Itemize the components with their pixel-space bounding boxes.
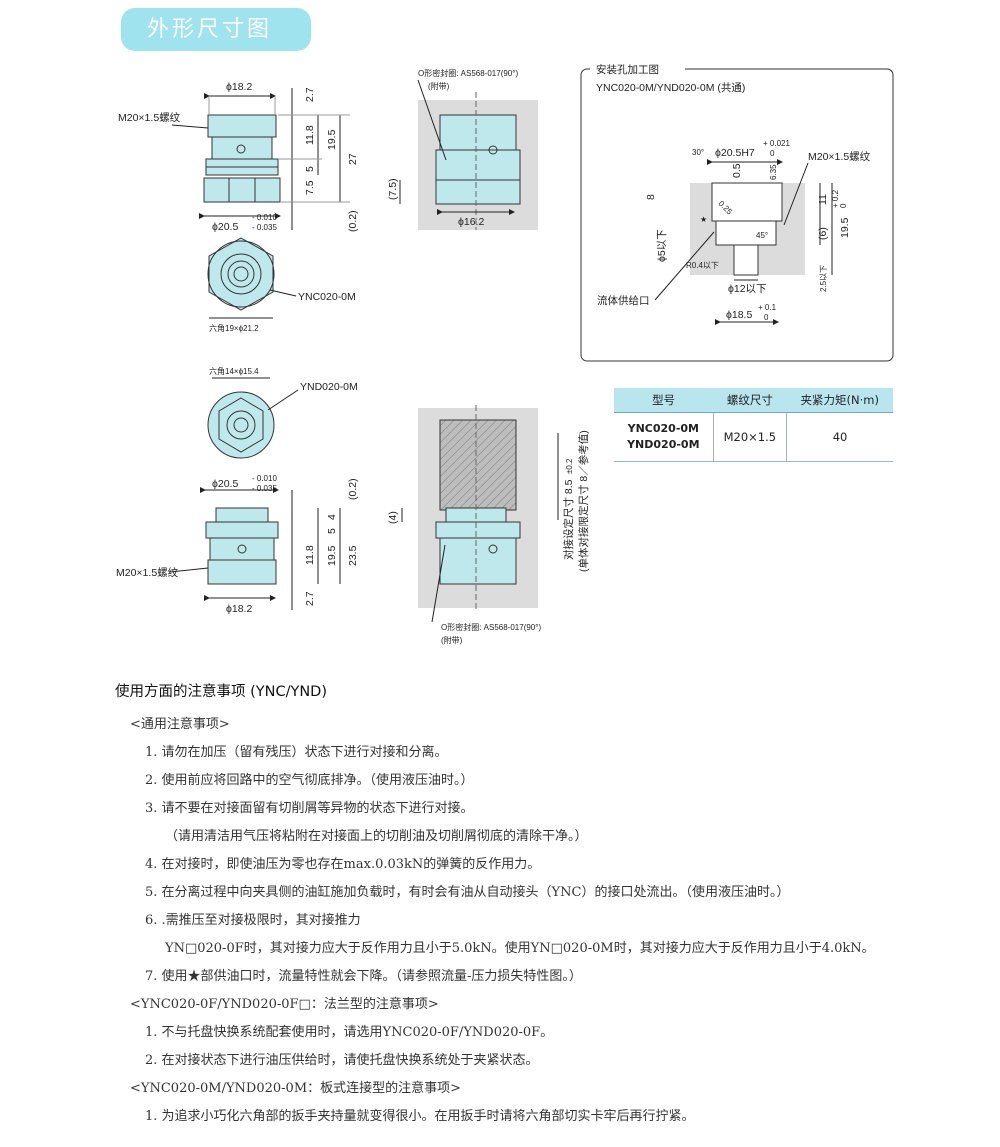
thread-cell: M20×1.5: [712, 412, 787, 462]
svg-text:(6): (6): [817, 227, 829, 240]
ync-oring-label: O形密封圈: AS568-017(90°): [418, 68, 518, 78]
svg-text:ϕ18.5: ϕ18.5: [726, 309, 752, 321]
ync-dia-bottom: ϕ20.5: [212, 221, 238, 233]
svg-text:±0.2: ±0.2: [565, 458, 574, 474]
usage-notes: 使用方面的注意事项 (YNC/YND) <通用注意事项> 1. 请勿在加压（留有…: [115, 680, 995, 1131]
svg-text:ϕ20.5H7: ϕ20.5H7: [715, 147, 755, 159]
ync-end-view: YNC020-0M 六角19×ϕ21.2: [207, 237, 356, 333]
svg-text:ϕ5以下: ϕ5以下: [656, 229, 668, 262]
svg-text:YNC020-0M/YND020-0M (共通): YNC020-0M/YND020-0M (共通): [596, 82, 745, 94]
coupled-view: (4) 对接设定尺寸 8.5 ±0.2 (单体对接限定尺寸 8／参考值) O形密…: [387, 405, 590, 645]
ynd-thread-label: M20×1.5螺纹: [116, 566, 179, 579]
mount-hole-panel: 安装孔加工图 YNC020-0M/YND020-0M (共通) ★ 30° ϕ2…: [580, 63, 894, 362]
svg-text:0: 0: [839, 203, 848, 208]
svg-text:+ 0.2: + 0.2: [831, 189, 840, 208]
svg-text:11: 11: [817, 194, 829, 205]
table-row: YNC020-0M YND020-0M M20×1.5 40: [614, 412, 893, 462]
notes-heading: 使用方面的注意事项 (YNC/YND): [115, 684, 328, 700]
svg-text:0.5: 0.5: [731, 163, 743, 178]
svg-text:7.5: 7.5: [304, 180, 316, 195]
svg-text:+ 0.021: + 0.021: [763, 139, 790, 148]
list-item: 6. .需推压至对接极限时，其对接推力: [145, 913, 361, 928]
plate-notes-title: <YNC020-0M/YND020-0M：板式连接型的注意事项>: [130, 1081, 462, 1096]
svg-text:5: 5: [304, 166, 316, 172]
mount-thread-label: M20×1.5螺纹: [808, 150, 871, 163]
svg-text:(附带): (附带): [428, 81, 450, 91]
col-model: 型号: [614, 388, 714, 413]
svg-text:5: 5: [326, 528, 338, 534]
list-item: 4. 在对接时，即使油压为零也存在max.0.03kN的弹簧的反作用力。: [145, 857, 541, 872]
ynd-end-view: 六角14×ϕ15.4 YND020-0M: [207, 366, 358, 459]
list-item: 3. 请不要在对接面留有切削屑等异物的状态下进行对接。: [145, 801, 474, 816]
ync-dia-top: ϕ18.2: [226, 81, 252, 93]
list-item: 2. 使用前应将回路中的空气彻底排净。（使用液压油时。）: [145, 773, 474, 788]
ynd-end-label: YND020-0M: [300, 381, 358, 393]
svg-text:ϕ20.5: ϕ20.5: [212, 478, 238, 490]
ynd-hex-label: 六角14×ϕ15.4: [209, 366, 259, 376]
section-title-banner: 外形尺寸图: [121, 8, 311, 51]
svg-text:O形密封圈: AS568-017(90°): O形密封圈: AS568-017(90°): [441, 622, 541, 632]
ync-end-label: YNC020-0M: [298, 291, 356, 303]
svg-text:(4): (4): [387, 511, 399, 524]
list-item: 5. 在分离过程中向夹具侧的油缸施加负载时，有时会有油从自动接头（YNC）的接口…: [145, 885, 790, 900]
svg-text:2.7: 2.7: [304, 591, 316, 606]
svg-text:2.5以下: 2.5以下: [819, 265, 828, 292]
ync-mounted-view: O形密封圈: AS568-017(90°) (附带) (7.5) ϕ16.2: [387, 68, 538, 230]
svg-text:19.5: 19.5: [326, 545, 338, 566]
general-notes-title: <通用注意事项>: [130, 717, 230, 732]
svg-text:(附带): (附带): [441, 635, 463, 645]
svg-text:23.5: 23.5: [347, 545, 359, 566]
svg-text:- 0.010: - 0.010: [252, 474, 277, 483]
list-item: 1. 不与托盘快换系统配套使用时，请选用YNC020-0F/YND020-0F。: [145, 1025, 554, 1040]
svg-text:2.7: 2.7: [304, 87, 316, 102]
svg-text:11.8: 11.8: [304, 125, 316, 145]
svg-text:0: 0: [764, 313, 769, 322]
col-torque: 夹紧力矩(N·m): [786, 388, 893, 413]
svg-text:- 0.035: - 0.035: [252, 223, 277, 232]
spec-table: 型号 螺纹尺寸 夹紧力矩(N·m) YNC020-0M YND020-0M M2…: [614, 388, 893, 462]
torque-cell: 40: [786, 412, 893, 462]
svg-text:R0.4以下: R0.4以下: [686, 261, 719, 270]
mount-hole-title: 安装孔加工图: [596, 63, 659, 76]
svg-text:27: 27: [347, 153, 359, 165]
svg-text:6.35: 6.35: [769, 164, 778, 180]
svg-text:19.5: 19.5: [326, 129, 338, 150]
svg-text:ϕ16.2: ϕ16.2: [458, 216, 484, 228]
dimension-drawings: ϕ18.2 M20×1.5螺纹 ϕ20.5 - 0.010 - 0.035 2.…: [116, 63, 894, 645]
flange-notes-title: <YNC020-0F/YND020-0F□：法兰型的注意事项>: [130, 997, 439, 1012]
list-item: （请用清洁用气压将粘附在对接面上的切削油及切削屑彻底的清除干净。）: [165, 829, 588, 844]
svg-text:4: 4: [326, 514, 338, 520]
ync-hex-label: 六角19×ϕ21.2: [209, 323, 259, 333]
list-item: 2. 在对接状态下进行油压供给时，请使托盘快换系统处于夹紧状态。: [145, 1053, 539, 1068]
svg-text:(0.2): (0.2): [347, 210, 359, 232]
svg-text:(0.2): (0.2): [347, 478, 359, 500]
ync-side-view: ϕ18.2 M20×1.5螺纹 ϕ20.5 - 0.010 - 0.035 2.…: [118, 81, 359, 233]
col-thread: 螺纹尺寸: [713, 388, 787, 413]
ynd-side-view: ϕ20.5 - 0.010 - 0.035 M20×1.5螺纹 ϕ18.2 (0…: [116, 474, 359, 615]
svg-text:30°: 30°: [692, 148, 704, 157]
svg-text:45°: 45°: [756, 231, 768, 240]
svg-text:ϕ18.2: ϕ18.2: [226, 603, 252, 615]
list-item: 7. 使用★部供油口时，流量特性就会下降。（请参照流量-压力损失特性图。）: [145, 969, 582, 984]
svg-text:19.5: 19.5: [839, 217, 851, 238]
svg-text:0: 0: [770, 149, 775, 158]
supply-port-label: 流体供给口: [597, 294, 650, 307]
svg-text:- 0.010: - 0.010: [252, 213, 277, 222]
svg-text:对接设定尺寸 8.5: 对接设定尺寸 8.5: [562, 479, 575, 560]
svg-text:ϕ12以下: ϕ12以下: [728, 283, 767, 295]
svg-text:★: ★: [700, 215, 707, 224]
svg-text:8: 8: [645, 194, 657, 200]
model-cell: YNC020-0M YND020-0M: [614, 412, 714, 462]
list-item: 1. 为追求小巧化六角部的扳手夹持量就变得很小。在用扳手时请将六角部切实卡牢后再…: [145, 1109, 695, 1124]
svg-text:(单体对接限定尺寸 8／参考值): (单体对接限定尺寸 8／参考值): [577, 430, 590, 572]
svg-text:(7.5): (7.5): [387, 178, 399, 200]
svg-text:- 0.035: - 0.035: [252, 484, 277, 493]
ync-thread-label: M20×1.5螺纹: [118, 111, 181, 124]
list-item: YN□020-0F时，其对接力应大于反作用力且小于5.0kN。使用YN□020-…: [165, 941, 875, 956]
svg-text:11.8: 11.8: [304, 545, 316, 565]
list-item: 1. 请勿在加压（留有残压）状态下进行对接和分离。: [145, 745, 448, 760]
svg-text:+ 0.1: + 0.1: [758, 303, 777, 312]
